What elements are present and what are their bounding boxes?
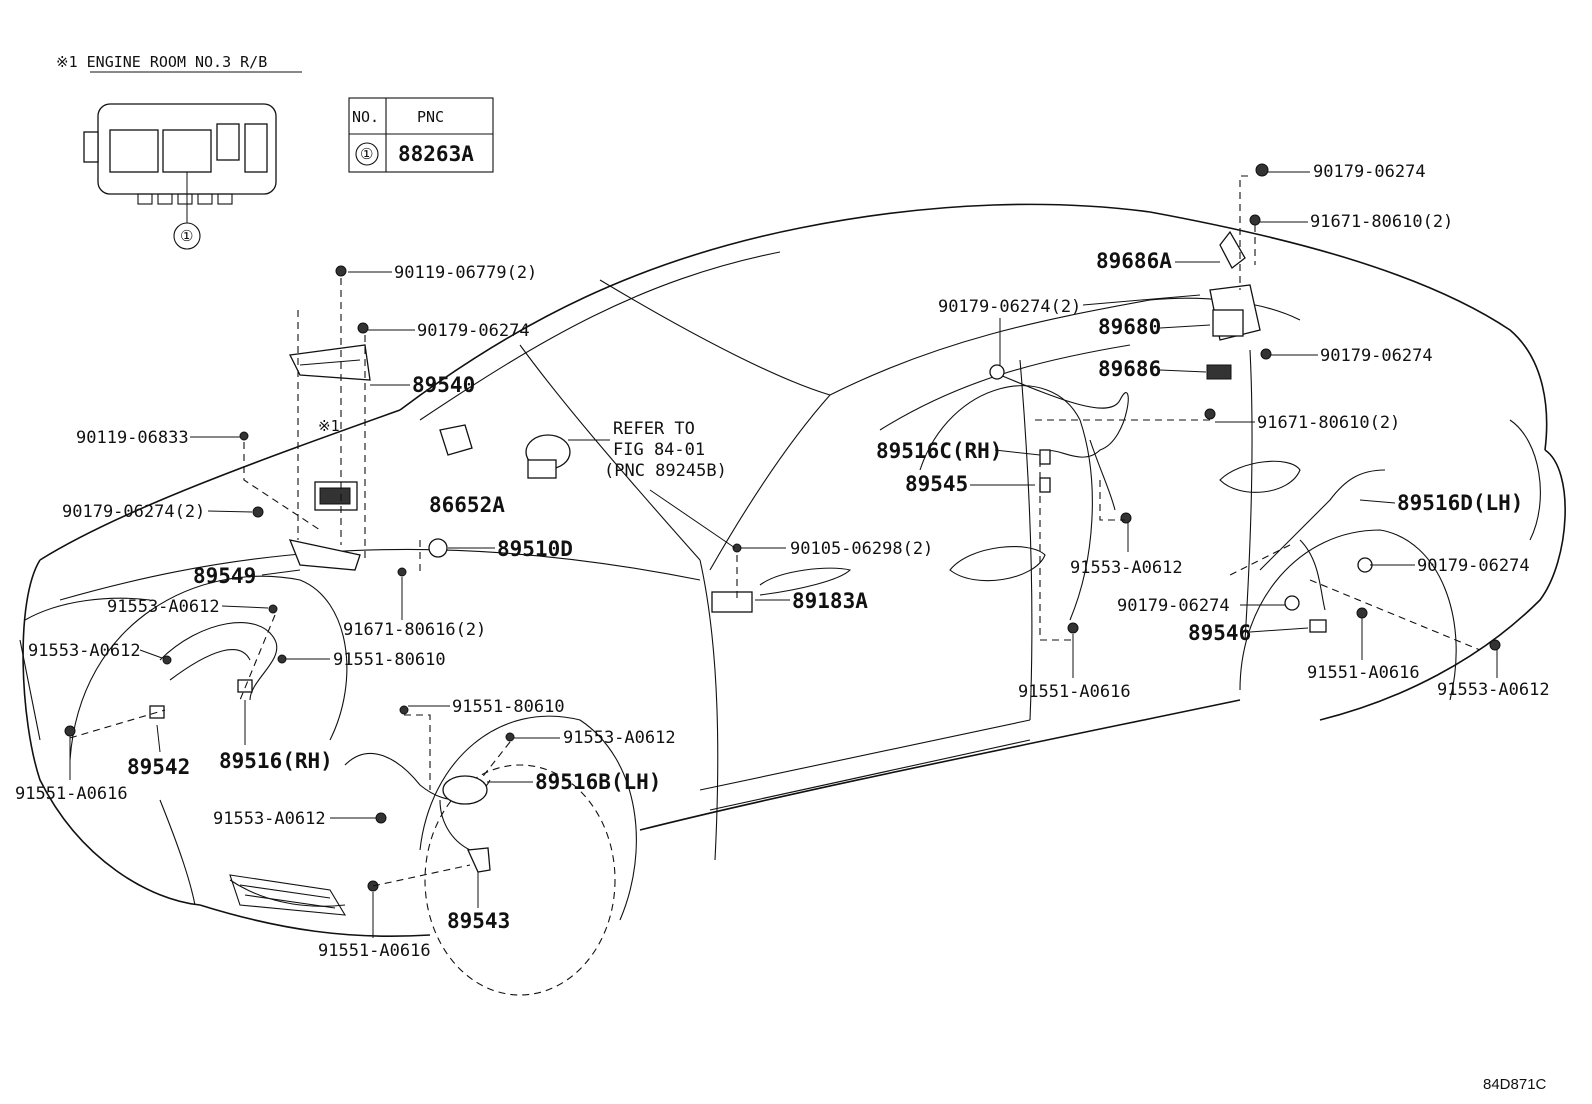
- label-89183A: 89183A: [792, 589, 868, 613]
- engine-room-note: ※1 ENGINE ROOM NO.3 R/B ①: [56, 53, 302, 250]
- label-89516D: 89516D(LH): [1397, 491, 1523, 515]
- refer-line-1: REFER TO: [613, 419, 695, 439]
- part-89510D-icon: [428, 538, 448, 558]
- label-91553-A0612-frl: 91553-A0612: [563, 728, 676, 748]
- label-89510D: 89510D: [497, 537, 573, 561]
- label-91553-A0612-fl1: 91553-A0612: [107, 597, 220, 617]
- label-89546: 89546: [1188, 621, 1251, 645]
- table-row-no: ①: [360, 145, 373, 163]
- steering-sensor-icon: [525, 434, 571, 479]
- label-89542: 89542: [127, 755, 190, 779]
- label-89686A: 89686A: [1096, 249, 1172, 273]
- part-89680-icon: [1209, 284, 1261, 341]
- assembly-lines: [69, 175, 1481, 887]
- pnc-table: NO. PNC ① 88263A: [348, 97, 494, 173]
- label-89545: 89545: [905, 472, 968, 496]
- label-90179-06274-ecu: 90179-06274: [417, 321, 530, 341]
- label-91551-A0616-rr: 91551-A0616: [1307, 663, 1420, 683]
- refer-line-2: FIG 84-01: [613, 440, 705, 460]
- label-89686: 89686: [1098, 357, 1161, 381]
- label-90179-06274-rl: 90179-06274: [1117, 596, 1230, 616]
- label-86652A: 86652A: [429, 493, 505, 517]
- label-91551-80610-fl: 91551-80610: [333, 650, 446, 670]
- part-89183A-icon: [711, 591, 753, 613]
- label-91551-A0616-fl: 91551-A0616: [15, 784, 128, 804]
- label-91671-80616: 91671-80616(2): [343, 620, 486, 640]
- label-89543: 89543: [447, 909, 510, 933]
- part-86652A-icon: [439, 424, 473, 456]
- label-89516C: 89516C(RH): [876, 439, 1002, 463]
- label-91551-A0616-bottom: 91551-A0616: [318, 941, 431, 961]
- label-90105-06298: 90105-06298(2): [790, 539, 933, 559]
- label-89516RH: 89516(RH): [219, 749, 333, 773]
- label-91551-A0616-rearmid: 91551-A0616: [1018, 682, 1131, 702]
- label-90179-06274-right: 90179-06274: [1320, 346, 1433, 366]
- relay-box-icon: ①: [83, 103, 277, 250]
- refer-note: REFER TO FIG 84-01 (PNC 89245B): [604, 419, 727, 481]
- part-89686-icon: [1206, 364, 1232, 380]
- label-90179-06274-top: 90179-06274: [1313, 162, 1426, 182]
- label-91553-A0612-rearmid: 91553-A0612: [1070, 558, 1183, 578]
- part-labels: 90179-06274 91671-80610(2) 89686A 90119-…: [15, 162, 1550, 961]
- table-col-pnc: PNC: [417, 108, 444, 126]
- label-91671-80610-mid: 91671-80610(2): [1257, 413, 1400, 433]
- part-89543-icon: [467, 847, 491, 873]
- part-89549-icon: [288, 539, 361, 571]
- label-90179-06274-2-left: 90179-06274(2): [62, 502, 205, 522]
- components: ※1: [64, 163, 1501, 892]
- relay-box-small-icon: ※1: [314, 417, 358, 511]
- label-91551-80610-frl: 91551-80610: [452, 697, 565, 717]
- circle-ref: ①: [180, 227, 193, 245]
- label-89540: 89540: [412, 373, 475, 397]
- label-89549: 89549: [193, 564, 256, 588]
- label-89516B: 89516B(LH): [535, 770, 661, 794]
- note-title: ※1 ENGINE ROOM NO.3 R/B: [56, 53, 267, 71]
- relay-marker: ※1: [318, 417, 340, 435]
- label-91553-A0612-frl2: 91553-A0612: [213, 809, 326, 829]
- label-90119-06833: 90119-06833: [76, 428, 189, 448]
- table-row-pnc: 88263A: [398, 142, 474, 166]
- leader-lines: [69, 171, 1498, 938]
- label-91553-A0612-rr: 91553-A0612: [1437, 680, 1550, 700]
- part-89686A-icon: [1219, 230, 1246, 269]
- label-91553-A0612-fl2: 91553-A0612: [28, 641, 141, 661]
- label-90179-06274-2-mid: 90179-06274(2): [938, 297, 1081, 317]
- label-89680: 89680: [1098, 315, 1161, 339]
- label-91671-80610-top: 91671-80610(2): [1310, 212, 1453, 232]
- label-90119-06779: 90119-06779(2): [394, 263, 537, 283]
- car-body-outline: [19, 203, 1566, 996]
- part-89540-icon: [289, 265, 371, 381]
- label-90179-06274-rr: 90179-06274: [1417, 556, 1530, 576]
- refer-line-3: (PNC 89245B): [604, 461, 727, 481]
- figure-code: 84D871C: [1483, 1076, 1547, 1093]
- table-col-no: NO.: [352, 108, 379, 126]
